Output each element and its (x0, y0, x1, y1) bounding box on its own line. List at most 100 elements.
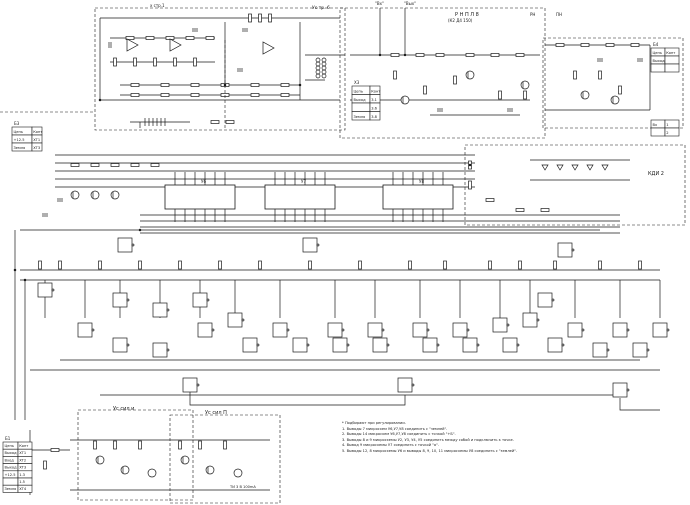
logic-gate-output (646, 348, 650, 352)
chip-u8 (382, 184, 454, 210)
terminal-table-name: Выход (354, 98, 367, 102)
logic-gate-output (476, 343, 480, 347)
resistor (498, 90, 502, 100)
block-us-sil-2-boundary (169, 414, 281, 504)
logic-gate (397, 377, 413, 393)
resistor (393, 70, 397, 80)
wiring (14, 8, 661, 495)
top-small-label: х стр.1 (150, 3, 165, 8)
junction (298, 83, 302, 87)
logic-gate (422, 337, 438, 353)
logic-gate-output (626, 388, 630, 392)
diode (601, 164, 609, 171)
transformer-coil (315, 65, 321, 71)
logic-gate-output (466, 328, 470, 332)
terminal-table-value: 3.1 (371, 98, 377, 102)
resistor (153, 57, 157, 67)
logic-gate (197, 322, 213, 338)
resistor (138, 260, 142, 270)
transistor (520, 80, 530, 90)
resistor (465, 53, 475, 57)
logic-gate-output (571, 248, 575, 252)
terminal-table-name: Выход (653, 59, 666, 63)
terminal-table-value: Конт (371, 89, 380, 93)
logic-gate-output (411, 383, 415, 387)
logic-gate (557, 242, 573, 258)
logic-gate-output (341, 328, 345, 332)
resistor (43, 460, 47, 470)
terminal-table-cell (369, 111, 381, 121)
terminal-table-name: Цепь (354, 89, 363, 93)
terminal-table-title: Б1 (5, 436, 11, 441)
note-line: * Подбирают при регулировании. (342, 421, 406, 425)
block-us-sil-2-label: Ус сил П (205, 410, 227, 416)
chip-u6-label: У6 (201, 179, 206, 184)
junction (138, 228, 142, 232)
transformer-coil (321, 65, 327, 71)
resistor (113, 57, 117, 67)
terminal-table-value: ХТ4 (19, 487, 27, 491)
resistor (618, 85, 622, 95)
block-kdi-label: КДИ 2 (648, 171, 664, 177)
logic-gate-output (256, 343, 260, 347)
resistor (110, 163, 120, 167)
logic-gate (567, 322, 583, 338)
terminal-table-cell (351, 102, 371, 112)
block-rn-boundary (339, 7, 546, 139)
resistor (218, 260, 222, 270)
logic-gate (592, 342, 608, 358)
logic-gate-output (516, 343, 520, 347)
transformer-coil (321, 73, 327, 79)
logic-gate (117, 237, 133, 253)
logic-gate-output (166, 308, 170, 312)
terminal-table-cell (17, 484, 33, 493)
resistor (58, 260, 62, 270)
resistor (223, 440, 227, 450)
chip-u8-label: У8 (419, 179, 424, 184)
lamp (233, 468, 243, 478)
terminal-table-value: ХТ3 (33, 146, 40, 150)
logic-gate (462, 337, 478, 353)
rn-tag: РН (530, 12, 535, 17)
logic-gate-output (196, 383, 200, 387)
resistor (468, 180, 472, 190)
chips (164, 184, 454, 210)
resistor (540, 208, 550, 212)
logic-gate (182, 377, 198, 393)
resistor (280, 83, 290, 87)
terminal-table-title: Б4 (653, 42, 659, 47)
junction (403, 53, 407, 57)
logic-gate (77, 322, 93, 338)
logic-gate-output (51, 288, 55, 292)
terminal-table-value: ХТ3 (19, 466, 26, 470)
transistor (180, 455, 190, 465)
resistor (130, 93, 140, 97)
logic-gate (612, 382, 628, 398)
logic-gate (367, 322, 383, 338)
resistor (443, 260, 447, 270)
logic-gate-output (346, 343, 350, 347)
resistor (515, 208, 525, 212)
antenna-in-label: "Вх" (375, 1, 384, 6)
terminal-table-name: Выход (5, 451, 18, 455)
resistor (308, 260, 312, 270)
chip-u7-label: У7 (301, 179, 306, 184)
logic-gate (612, 322, 628, 338)
resistor (193, 57, 197, 67)
transistor (580, 90, 590, 100)
logic-gate (522, 312, 538, 328)
resistor (38, 260, 42, 270)
resistor (555, 43, 565, 47)
resistor (178, 440, 182, 450)
resistor (250, 93, 260, 97)
logic-gate-output (126, 298, 130, 302)
resistor (518, 260, 522, 270)
logic-gate (492, 317, 508, 333)
terminal-table-cell (664, 55, 680, 65)
transformer-coil (315, 57, 321, 63)
resistor (435, 53, 445, 57)
